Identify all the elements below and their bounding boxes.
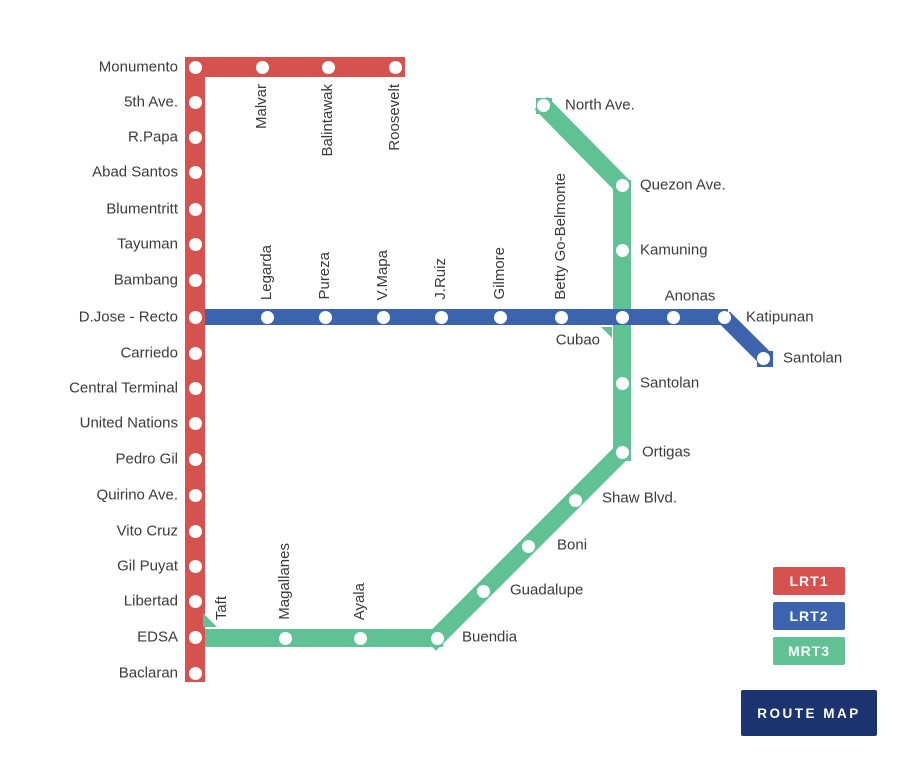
station-dot <box>554 310 568 324</box>
station-label: Ayala <box>351 582 368 620</box>
legend-lrt1-badge[interactable]: LRT1 <box>773 567 845 595</box>
station-label: J.Ruiz <box>432 258 449 300</box>
station-label: Gilmore <box>491 247 508 300</box>
station-label: Quirino Ave. <box>96 486 178 504</box>
station-label: Vito Cruz <box>116 522 178 540</box>
station-dot <box>430 631 444 645</box>
station-label: United Nations <box>79 414 178 432</box>
station-label: Balintawak <box>319 84 336 157</box>
station-dot <box>434 310 448 324</box>
station-dot <box>615 178 629 192</box>
station-label: Libertad <box>123 592 178 610</box>
station-label: Blumentritt <box>106 200 178 218</box>
legend-lrt2-badge[interactable]: LRT2 <box>773 602 845 630</box>
station-dot <box>536 98 550 112</box>
station-dot <box>318 310 332 324</box>
station-label: Shaw Blvd. <box>602 489 678 507</box>
lrt2-line-horizontal <box>200 309 728 325</box>
station-label: EDSA <box>137 628 178 646</box>
station-dot <box>188 346 202 360</box>
taft-edsa-junction-arrow-icon <box>203 613 217 627</box>
station-label: Cubao <box>555 331 600 349</box>
station-label: Legarda <box>258 244 275 300</box>
station-dot <box>717 310 731 324</box>
lrt1-line-vertical <box>185 57 205 682</box>
station-dot <box>278 631 292 645</box>
station-label: North Ave. <box>565 96 635 114</box>
station-dot <box>666 310 680 324</box>
station-dot <box>521 539 535 553</box>
legend: LRT1 LRT2 MRT3 <box>773 567 845 672</box>
station-label: Gil Puyat <box>117 557 178 575</box>
station-dot <box>188 381 202 395</box>
station-dot <box>188 237 202 251</box>
station-label: Anonas <box>664 287 716 305</box>
station-dot <box>568 493 582 507</box>
station-label: Pureza <box>316 252 333 300</box>
station-label: Santolan <box>640 374 700 392</box>
station-label: Quezon Ave. <box>640 176 726 194</box>
station-dot <box>255 60 269 74</box>
station-dot <box>188 594 202 608</box>
station-dot <box>188 666 202 680</box>
station-label: Malvar <box>253 84 270 130</box>
station-dot <box>188 310 202 324</box>
station-dot <box>756 351 770 365</box>
station-label: Buendia <box>462 628 518 646</box>
station-dot <box>188 559 202 573</box>
station-dot <box>493 310 507 324</box>
station-label: Pedro Gil <box>115 450 178 468</box>
station-label: Katipunan <box>746 308 814 326</box>
station-label: Santolan <box>783 349 843 367</box>
mrt3-line-horizontal-edsa <box>203 629 443 647</box>
station-label: Ortigas <box>642 443 691 461</box>
station-label: Magallanes <box>276 543 293 620</box>
station-dot <box>188 630 202 644</box>
station-dot <box>188 416 202 430</box>
station-label: R.Papa <box>127 128 178 146</box>
station-label: D.Jose - Recto <box>78 308 178 326</box>
station-label: Bambang <box>113 271 178 289</box>
station-dot <box>353 631 367 645</box>
station-dot <box>376 310 390 324</box>
station-dot <box>615 310 629 324</box>
station-label: 5th Ave. <box>124 93 178 111</box>
station-label: Boni <box>557 536 588 554</box>
station-label: Roosevelt <box>386 84 403 151</box>
station-label: Taft <box>213 595 230 620</box>
station-label: Tayuman <box>117 235 178 253</box>
station-dot <box>188 273 202 287</box>
station-dot <box>260 310 274 324</box>
cubao-junction-arrow-icon <box>601 327 612 338</box>
station-dot <box>188 524 202 538</box>
station-label: Carriedo <box>120 344 178 362</box>
station-dot <box>615 445 629 459</box>
route-map-button[interactable]: ROUTE MAP <box>741 690 877 736</box>
station-label: Central Terminal <box>69 379 178 397</box>
station-dot <box>615 376 629 390</box>
station-dot <box>188 452 202 466</box>
station-label: Monumento <box>98 58 178 76</box>
station-dot <box>188 60 202 74</box>
station-dot <box>188 165 202 179</box>
station-dot <box>388 60 402 74</box>
station-dot <box>188 130 202 144</box>
station-label: Baclaran <box>118 664 178 682</box>
station-label: Abad Santos <box>92 163 178 181</box>
station-dot <box>615 243 629 257</box>
station-dot <box>476 584 490 598</box>
station-label: Betty Go-Belmonte <box>552 173 569 300</box>
station-dot <box>321 60 335 74</box>
station-label: Guadalupe <box>510 581 584 599</box>
legend-mrt3-badge[interactable]: MRT3 <box>773 637 845 665</box>
station-label: Kamuning <box>640 241 708 259</box>
station-label: V.Mapa <box>374 249 391 300</box>
station-dot <box>188 488 202 502</box>
lrt1-line-horizontal-top <box>185 57 405 77</box>
station-dot <box>188 202 202 216</box>
station-dot <box>188 95 202 109</box>
